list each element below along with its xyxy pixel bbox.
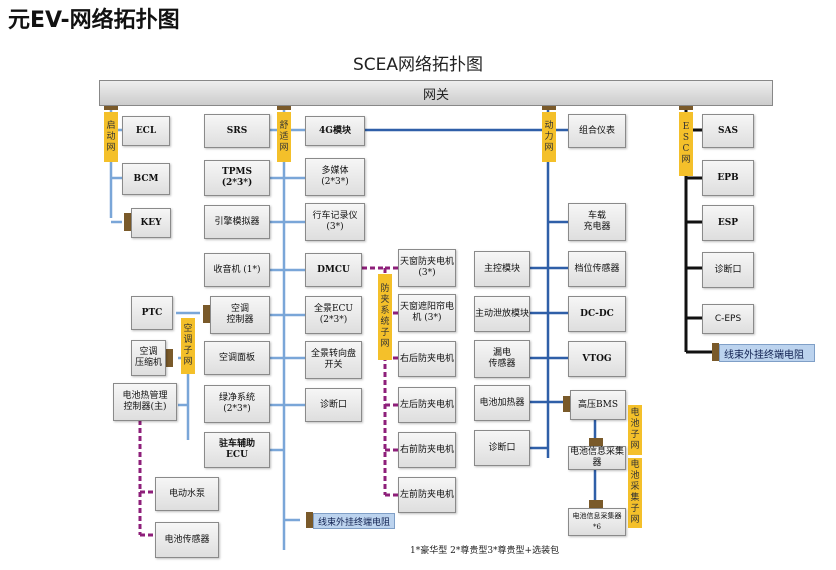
node-discharge: 主动泄放模块 <box>474 296 530 332</box>
footnote: 1*豪华型 2*尊贵型3*尊贵型+选装包 <box>410 546 560 556</box>
node-steering-switch: 全景转向盘 开关 <box>305 341 362 379</box>
node-lf-motor: 左前防夹电机 <box>398 477 456 513</box>
node-lr-motor: 左后防夹电机 <box>398 387 456 423</box>
page-title: 元EV-网络拓扑图 <box>8 8 180 33</box>
connector-hvbms <box>563 396 570 412</box>
connector-comfort-term <box>306 512 313 528</box>
esc-bus-line <box>684 106 712 354</box>
node-leak-sensor: 漏电 传感器 <box>474 340 530 378</box>
terminal-comfort: 线束外挂终端电阻 <box>313 513 395 529</box>
node-ptc: PTC <box>131 296 173 330</box>
bus-label-kongtiao: 空 调 子 网 <box>181 318 195 374</box>
node-esp: ESP <box>702 205 754 241</box>
node-pump: 电动水泵 <box>155 477 219 511</box>
node-ac-controller: 空调 控制器 <box>210 296 270 334</box>
node-tpms: TPMS (2*3*) <box>204 160 270 196</box>
node-diag-power: 诊断口 <box>474 430 530 466</box>
node-srs: SRS <box>204 114 270 148</box>
node-gear-sensor: 档位传感器 <box>568 251 626 287</box>
gateway-bar: 网关 <box>99 80 773 106</box>
node-main-ctrl: 主控模块 <box>474 251 530 287</box>
node-bms-thermal: 电池热管理 控制器(主) <box>113 383 177 421</box>
node-cluster: 组合仪表 <box>568 114 626 148</box>
node-ecl: ECL <box>122 116 170 146</box>
bus-label-caiji: 电 池 采 集 子 网 <box>628 458 642 528</box>
node-purifier: 绿净系统 (2*3*) <box>204 385 270 423</box>
node-dcdc: DC-DC <box>568 296 626 332</box>
node-info-collector6: 电池信息采集器*6 <box>568 508 626 536</box>
node-vtog: VTOG <box>568 341 626 377</box>
node-key: KEY <box>131 208 171 238</box>
node-hv-bms: 高压BMS <box>570 390 626 420</box>
node-ac-panel: 空调面板 <box>204 341 270 375</box>
node-engine-sim: 引擎模拟器 <box>204 205 270 239</box>
node-compressor: 空调 压缩机 <box>131 340 166 376</box>
connector-esc-term <box>712 343 719 361</box>
node-sunroof-motor: 天窗防夹电机 (3*) <box>398 249 456 287</box>
node-ceps: C-EPS <box>702 304 754 334</box>
bus-label-fangjia: 防 夹 系 统 子 网 <box>378 274 392 360</box>
connector-key <box>124 213 131 231</box>
fangjia-bus-line <box>362 266 398 497</box>
bus-label-dianchi: 电 池 子 网 <box>628 405 642 455</box>
node-epb: EPB <box>702 160 754 196</box>
bus-label-esc: E S C 网 <box>679 112 693 176</box>
node-rf-motor: 右前防夹电机 <box>398 432 456 468</box>
node-diag-esc: 诊断口 <box>702 252 754 288</box>
bus-label-shushi: 舒 适 网 <box>277 112 291 162</box>
power-bus-line <box>365 106 568 458</box>
connector-info <box>589 438 603 446</box>
shushi-bus-line <box>270 106 305 550</box>
node-panorama: 全景ECU (2*3*) <box>305 296 362 334</box>
node-rr-motor: 右后防夹电机 <box>398 341 456 377</box>
connector-compressor <box>166 349 173 367</box>
diagram-title: SCEA网络拓扑图 <box>352 55 484 75</box>
node-parking: 驻车辅助 ECU <box>204 432 270 468</box>
connector-info6 <box>589 500 603 508</box>
node-sas: SAS <box>702 114 754 148</box>
node-shade-motor: 天窗遮阳帘电 机 (3*) <box>398 294 456 332</box>
node-heater: 电池加热器 <box>474 385 530 421</box>
node-4g: 4G模块 <box>305 116 365 146</box>
node-bcm: BCM <box>122 163 170 195</box>
kongtiao-bus-line <box>176 311 200 440</box>
node-diag-comfort: 诊断口 <box>305 388 362 422</box>
terminal-esc: 线束外挂终端电阻 <box>719 344 815 362</box>
node-radio: 收音机 (1*) <box>204 253 270 287</box>
thermal-bus-line <box>138 420 155 537</box>
node-info-collector: 电池信息采集器 <box>568 446 626 470</box>
node-battery-sensor: 电池传感器 <box>155 522 219 558</box>
node-dmcu: DMCU <box>305 253 362 287</box>
connector-ac-controller <box>203 305 210 323</box>
bus-label-qidong: 启 动 网 <box>104 112 118 162</box>
node-charger: 车载 充电器 <box>568 203 626 241</box>
bus-label-dongli: 动 力 网 <box>542 112 556 162</box>
node-dvr: 行车记录仪 (3*) <box>305 203 365 241</box>
node-multimedia: 多媒体 (2*3*) <box>305 158 365 196</box>
